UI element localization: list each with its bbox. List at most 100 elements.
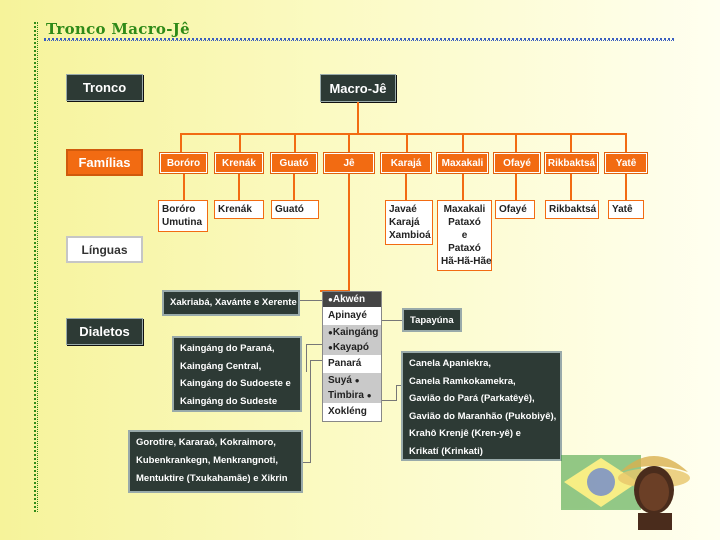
- dialect-item: Krahô Krenjê (Kren-yê) e: [409, 428, 521, 439]
- connector-families-bar: [180, 133, 626, 135]
- language-item: Maxakali: [443, 204, 486, 215]
- connector: [293, 174, 295, 200]
- connector: [294, 133, 296, 153]
- language-guato: Guató: [271, 200, 319, 219]
- language-krenak: Krenák: [214, 200, 264, 219]
- family-yate: Yatê: [604, 152, 648, 174]
- connector: [462, 174, 464, 200]
- family-krenak: Krenák: [214, 152, 264, 174]
- language-group-karaja: Javaé Karajá Xambioá: [385, 200, 433, 245]
- dialect-item: Kaingáng Central,: [180, 360, 262, 372]
- je-language-item: Panará: [323, 355, 381, 373]
- je-language-label: Xokléng: [328, 406, 367, 417]
- je-language-stack: ●Akwén Apinayé ●Kaingáng ●Kayapó Panará …: [322, 291, 382, 422]
- brazil-flag-portrait-illustration: [561, 455, 690, 530]
- dialects-kayapo: Gorotire, Kararaô, Kokraimoro, Kubenkran…: [128, 430, 303, 493]
- page-title: Tronco Macro-Jê: [46, 20, 190, 38]
- language-group-maxakali: Maxakali Pataxó e Pataxó Hã-Hã-Hãe: [437, 200, 492, 271]
- dialects-kaingang: Kaingáng do Paraná, Kaingáng Central, Ka…: [172, 336, 302, 412]
- je-language-label: Apinayé: [328, 310, 367, 321]
- root-node-macro-je: Macro-Jê: [320, 74, 396, 102]
- dialect-item: Canela Ramkokamekra,: [409, 375, 516, 387]
- label-familias: Famílias: [66, 149, 143, 176]
- family-karaja: Karajá: [380, 152, 432, 174]
- connector-kaingang: [306, 344, 322, 345]
- family-ofaye: Ofayé: [493, 152, 541, 174]
- connector: [238, 174, 240, 200]
- connector-timbira: [396, 385, 404, 386]
- language-item: Hã-Hã-Hãe: [441, 256, 492, 267]
- dialects-akwen: Xakriabá, Xavánte e Xerente: [162, 290, 300, 316]
- label-tronco: Tronco: [66, 74, 143, 101]
- je-language-label: Suyá: [328, 375, 352, 386]
- dialects-timbira: Canela Apaniekra, Canela Ramkokamekra, G…: [401, 351, 562, 461]
- je-language-item: Apinayé: [323, 307, 381, 325]
- language-item: Umutina: [162, 217, 202, 228]
- label-linguas: Línguas: [66, 236, 143, 263]
- je-language-label: Akwén: [332, 294, 366, 305]
- language-item: e: [461, 230, 468, 241]
- connector-root: [357, 102, 359, 133]
- family-guato: Guató: [270, 152, 318, 174]
- family-maxakali: Maxakali: [436, 152, 489, 174]
- dialects-suya: Tapayúna: [402, 308, 462, 332]
- connector-kaingang: [306, 344, 307, 372]
- je-language-label: Timbira: [328, 390, 364, 401]
- family-bororo: Boróro: [159, 152, 208, 174]
- connector: [570, 133, 572, 153]
- connector-kayapo: [310, 360, 311, 462]
- language-yate: Yatê: [608, 200, 644, 219]
- dialect-item: Canela Apaniekra,: [409, 358, 492, 369]
- je-language-item: Suyá ●: [323, 373, 381, 388]
- connector-timbira: [382, 400, 396, 401]
- connector: [625, 174, 627, 200]
- family-je: Jê: [323, 152, 375, 174]
- connector-kayapo: [303, 462, 311, 463]
- language-group-bororo: Boróro Umutina: [158, 200, 208, 232]
- je-language-item: ●Kaingáng: [323, 325, 381, 340]
- dialect-item: Kaingáng do Sudoeste e: [180, 378, 291, 389]
- connector-timbira: [396, 385, 397, 401]
- left-border-decoration: [34, 22, 38, 512]
- language-item: Xambioá: [389, 230, 431, 241]
- connector: [180, 133, 182, 153]
- connector: [515, 133, 517, 153]
- je-language-item: ●Akwén: [323, 292, 381, 307]
- connector: [625, 133, 627, 153]
- connector: [406, 133, 408, 153]
- language-item: Boróro: [162, 204, 196, 215]
- je-language-item: ●Kayapó: [323, 340, 381, 355]
- connector: [348, 133, 350, 153]
- je-language-label: Kaingáng: [332, 327, 379, 338]
- title-underline: [44, 38, 674, 41]
- je-language-label: Panará: [328, 358, 362, 369]
- connector: [570, 174, 572, 200]
- dialect-item: Gavião do Pará (Parkatêyê),: [409, 393, 535, 404]
- connector: [462, 133, 464, 153]
- language-rikbaktsa: Rikbaktsá: [545, 200, 599, 219]
- dialect-item: Krikatí (Krinkati): [409, 445, 483, 457]
- language-item: Karajá: [389, 217, 420, 228]
- connector-kayapo: [310, 360, 322, 361]
- dialect-item: Mentuktire (Txukahamãe) e Xikrin: [136, 473, 288, 484]
- language-item: Pataxó: [448, 217, 481, 228]
- dialect-item: Gavião do Maranhão (Pukobiyê),: [409, 410, 557, 422]
- language-ofaye: Ofayé: [495, 200, 535, 219]
- je-language-label: Kayapó: [332, 342, 369, 353]
- connector: [239, 133, 241, 153]
- language-item: Pataxó: [448, 243, 481, 254]
- dialect-item: Kaingáng do Sudeste: [180, 395, 278, 407]
- connector: [183, 174, 185, 200]
- dialect-item: Gorotire, Kararaô, Kokraimoro,: [136, 437, 276, 448]
- connector: [405, 174, 407, 200]
- je-language-item: Xokléng: [323, 403, 381, 421]
- connector-je: [348, 174, 350, 292]
- je-language-item: Timbira ●: [323, 388, 381, 403]
- dialect-item: Kaingáng do Paraná,: [180, 343, 275, 354]
- language-item: Javaé: [389, 204, 417, 215]
- connector-akwen: [300, 300, 322, 301]
- dialect-item: Kubenkrankegn, Menkrangnoti,: [136, 455, 278, 466]
- connector: [515, 174, 517, 200]
- connector-suya: [382, 320, 402, 321]
- label-dialetos: Dialetos: [66, 318, 143, 345]
